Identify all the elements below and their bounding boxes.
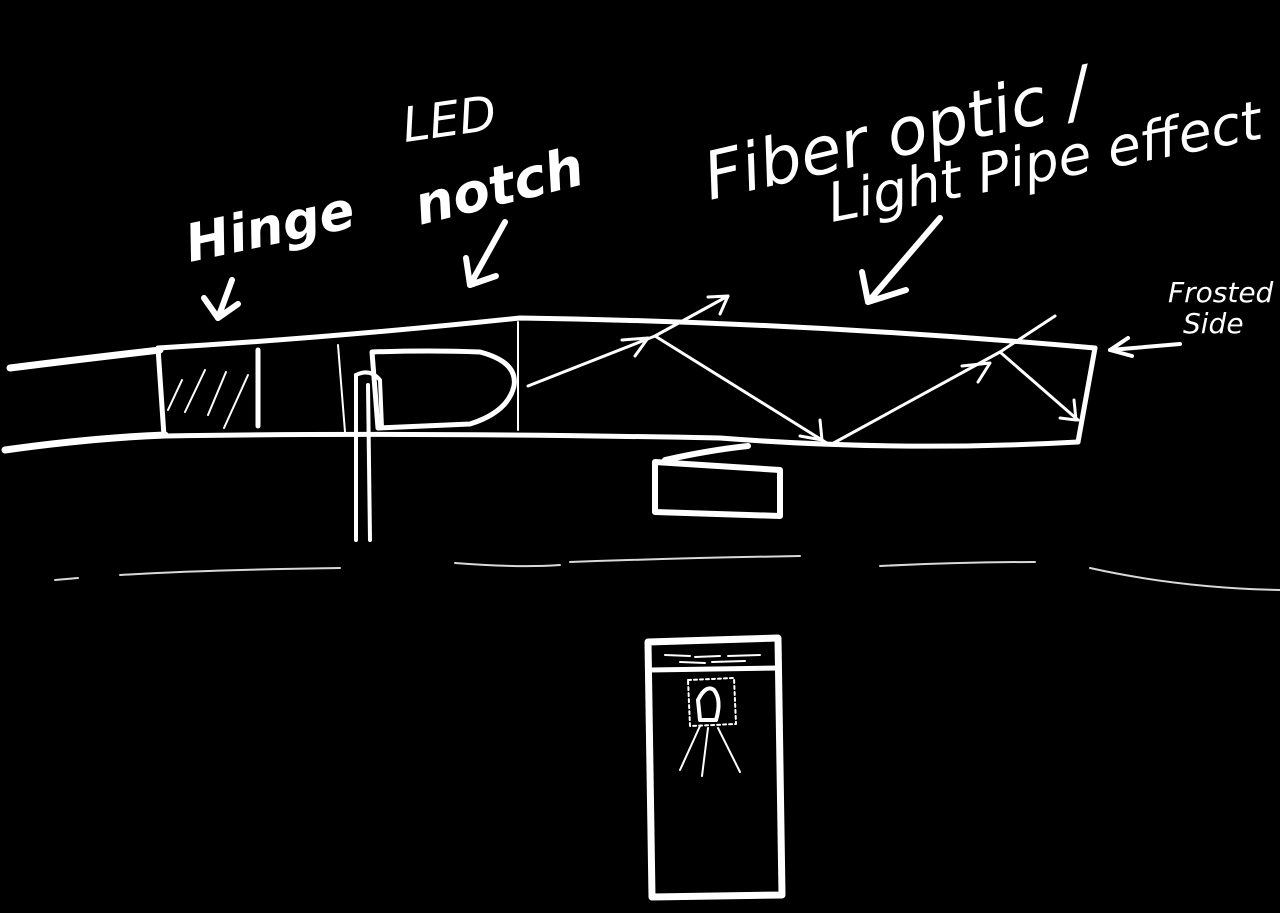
light-pipe-arrow-icon — [859, 215, 943, 305]
hinge-arrow-icon — [201, 277, 241, 321]
ray-arrow-icon — [620, 294, 1078, 442]
hinge-label: Hinge — [180, 181, 360, 275]
bottom-component-box — [652, 443, 783, 519]
cable-top-line — [6, 346, 164, 372]
light-ray-path — [526, 294, 1080, 447]
led-notch-arrow-icon — [463, 219, 508, 288]
device-front-view — [644, 634, 786, 901]
led-label-line2: notch — [408, 135, 590, 238]
light-pipe-left-edge — [155, 345, 167, 439]
led-notch — [337, 321, 519, 433]
light-pipe-bottom-edge — [162, 431, 1081, 449]
light-pipe-top-edge — [155, 315, 1098, 351]
led-label-line1: LED — [399, 85, 500, 154]
cable-bottom-line — [1, 431, 169, 454]
frosted-side-arrow-icon — [1108, 336, 1182, 358]
hinge-section — [167, 347, 261, 429]
led-front-icon — [679, 677, 741, 777]
frosted-side-edge — [1075, 345, 1098, 445]
led-component-icon — [354, 370, 384, 542]
frosted-label-line2: Side — [1183, 307, 1244, 340]
frosted-label-line1: Frosted — [1168, 276, 1274, 309]
surface-line — [54, 555, 1280, 591]
